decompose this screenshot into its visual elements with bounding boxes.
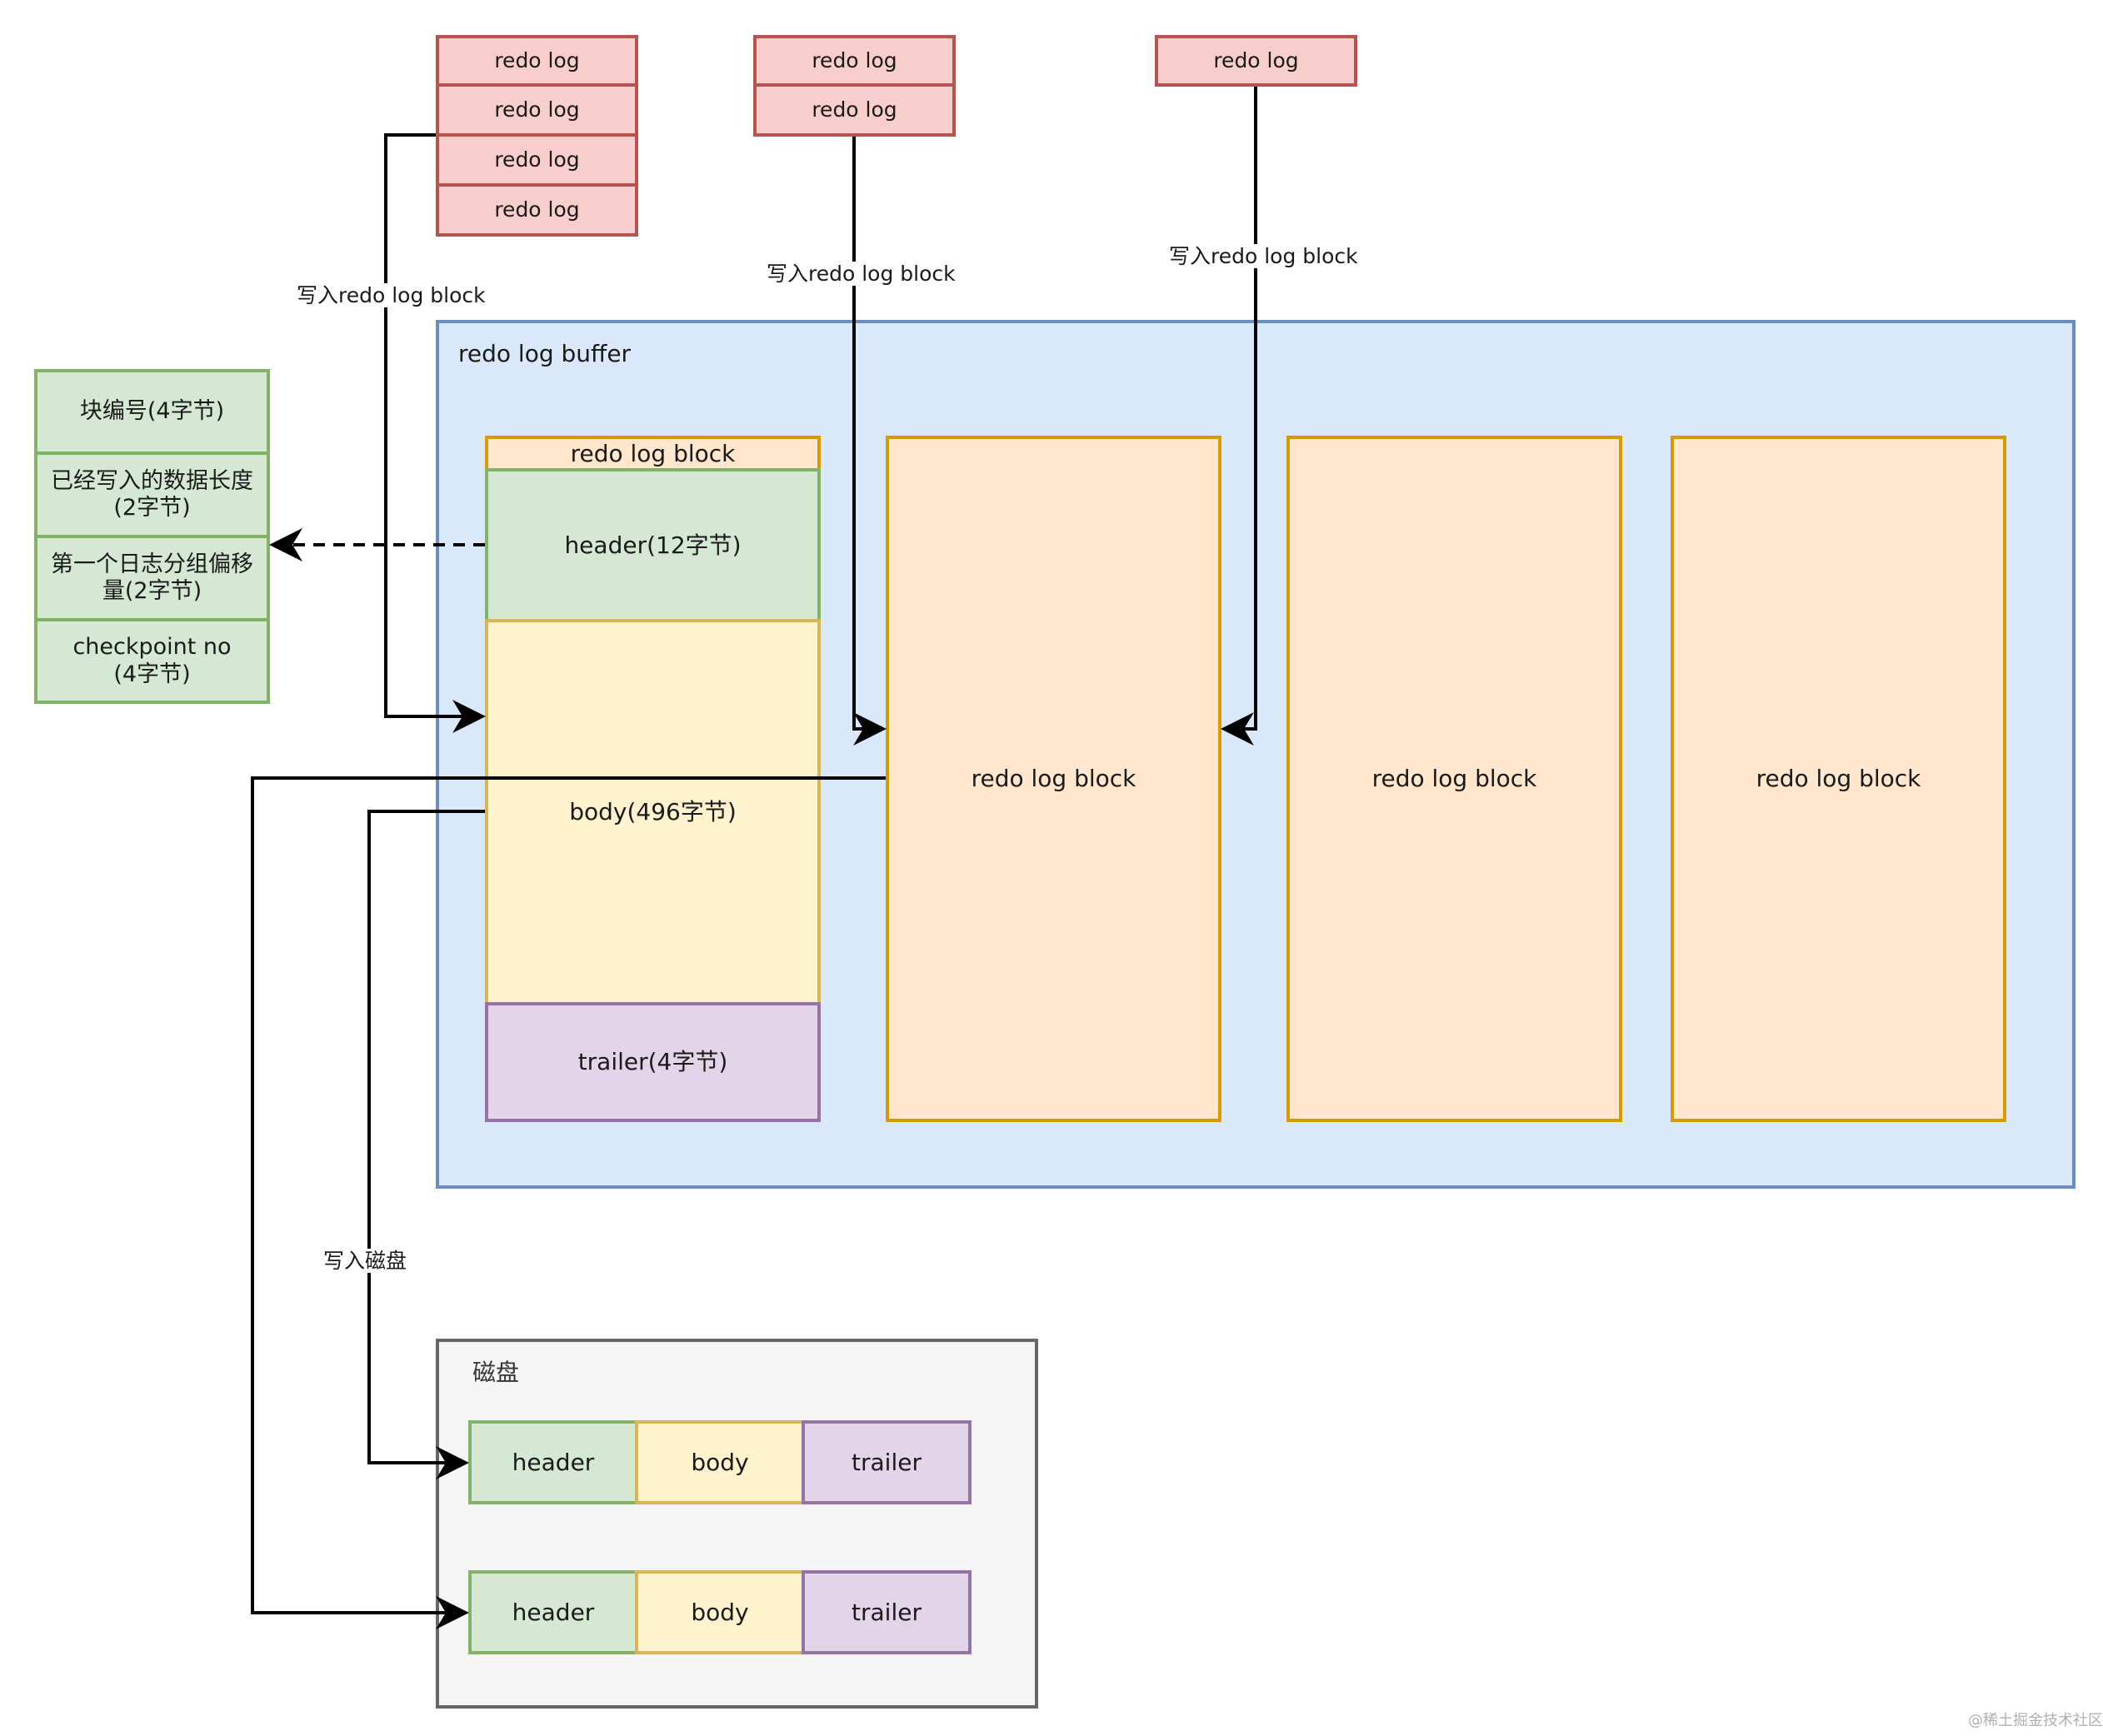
- arrow-group3-to-block: [1221, 87, 1257, 746]
- redo-log-item: redo log: [436, 35, 638, 87]
- disk-header: header: [468, 1420, 638, 1504]
- edge-label-write-block-1: 写入redo log block: [293, 283, 489, 307]
- block-trailer: trailer(4字节): [485, 1002, 821, 1122]
- disk-body: body: [635, 1570, 805, 1654]
- redo-log-item: redo log: [753, 35, 956, 87]
- block-body: body(496字节): [485, 619, 821, 1005]
- redo-log-block: redo log block: [1671, 436, 2006, 1122]
- edge-label-write-block-3: 写入redo log block: [1166, 244, 1361, 268]
- header-field-checkpoint-no: checkpoint no (4字节): [34, 618, 270, 704]
- block-header: header(12字节): [485, 468, 821, 622]
- redo-log-block: redo log block: [886, 436, 1221, 1122]
- redo-log-block: redo log block: [1286, 436, 1622, 1122]
- edge-label-write-disk: 写入磁盘: [320, 1249, 411, 1273]
- redo-log-item: redo log: [436, 83, 638, 137]
- header-field-block-no: 块编号(4字节): [34, 369, 270, 455]
- arrow-block-to-disk: [251, 776, 886, 1629]
- disk-trailer: trailer: [802, 1570, 972, 1654]
- disk-trailer: trailer: [802, 1420, 972, 1504]
- redo-log-buffer-title: redo log buffer: [458, 340, 632, 367]
- redo-log-item: redo log: [753, 83, 956, 137]
- disk-header: header: [468, 1570, 638, 1654]
- arrow-group2-to-block: [852, 137, 887, 746]
- arrow-body-to-disk: [367, 810, 485, 1479]
- edge-label-write-block-2: 写入redo log block: [763, 262, 959, 286]
- watermark: @稀土掘金技术社区: [1968, 1712, 2103, 1729]
- arrow-group1-to-block: [384, 133, 486, 733]
- disk-body: body: [635, 1420, 805, 1504]
- disk-title: 磁盘: [472, 1359, 520, 1386]
- redo-log-item: redo log: [436, 133, 638, 187]
- redo-log-item: redo log: [436, 183, 638, 237]
- redo-log-item: redo log: [1155, 35, 1357, 87]
